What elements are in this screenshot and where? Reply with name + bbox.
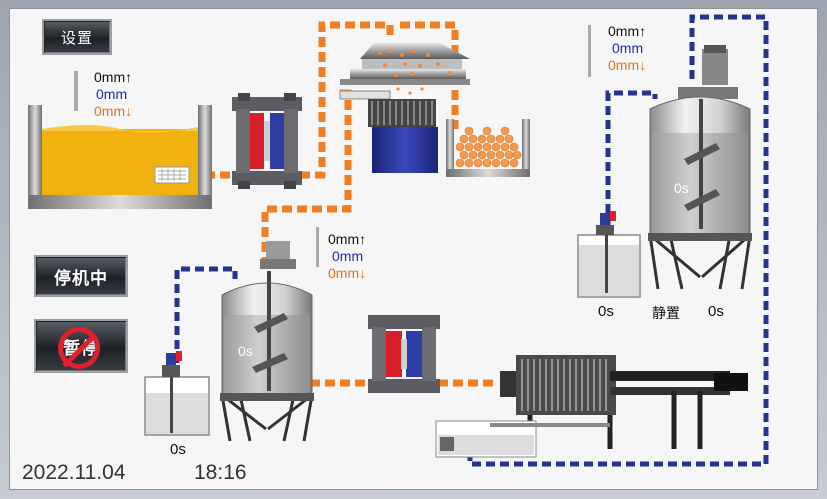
mixer1-level-readout: 0mm↑ 0mm 0mm↓ [328,231,366,282]
level-high: 0mm↑ [608,23,647,39]
solids-bin [446,119,530,177]
dosing-tank-1[interactable] [144,351,210,436]
dosing1-timer: 0s [170,441,186,458]
filter-press[interactable] [435,355,748,458]
pause-button[interactable]: 暂停 [34,319,128,373]
mixer2-state-label: 静置 [652,306,680,322]
level-high: 0mm↑ [94,69,133,85]
feed-tank [28,71,212,209]
mixer2-timer: 0s [674,180,689,196]
footer-time: 18:16 [194,461,247,484]
mixer2-level-readout: 0mm↑ 0mm 0mm↓ [608,23,646,74]
orange-pipe [190,21,498,387]
prohibited-icon [58,327,100,369]
process-diagram [28,14,769,467]
dosing2-timer: 0s [598,303,614,320]
feed-tank-level-readout: 0mm↑ 0mm 0mm↓ [94,69,132,120]
level-current: 0mm [332,248,364,264]
vibrating-screen [339,43,470,173]
diaphragm-pump-1[interactable] [232,93,302,189]
mixer2-level-bar [588,25,591,77]
mixer1-timer: 0s [238,343,253,359]
footer-date: 2022.11.04 [22,461,126,484]
diaphragm-pump-2[interactable] [368,315,440,393]
mixer1-level-bar [316,227,319,267]
level-current: 0mm [96,86,128,102]
level-low: 0mm↓ [608,57,647,73]
level-low: 0mm↓ [328,265,367,281]
mixing-tank-1[interactable] [220,241,314,442]
mixer2-state-timer: 0s [708,303,724,320]
blue-pipe [174,14,769,467]
level-high: 0mm↑ [328,231,367,247]
level-low: 0mm↓ [94,103,133,119]
machine-status-button[interactable]: 停机中 [34,255,128,297]
mixing-tank-2[interactable] [648,45,752,290]
dosing-tank-2[interactable] [577,211,641,298]
level-current: 0mm [612,40,644,56]
hmi-screen: 设置 停机中 暂停 0mm↑ 0mm 0mm↓ 0mm↑ 0mm 0mm↓ 0m… [9,8,818,490]
settings-button[interactable]: 设置 [42,19,112,55]
